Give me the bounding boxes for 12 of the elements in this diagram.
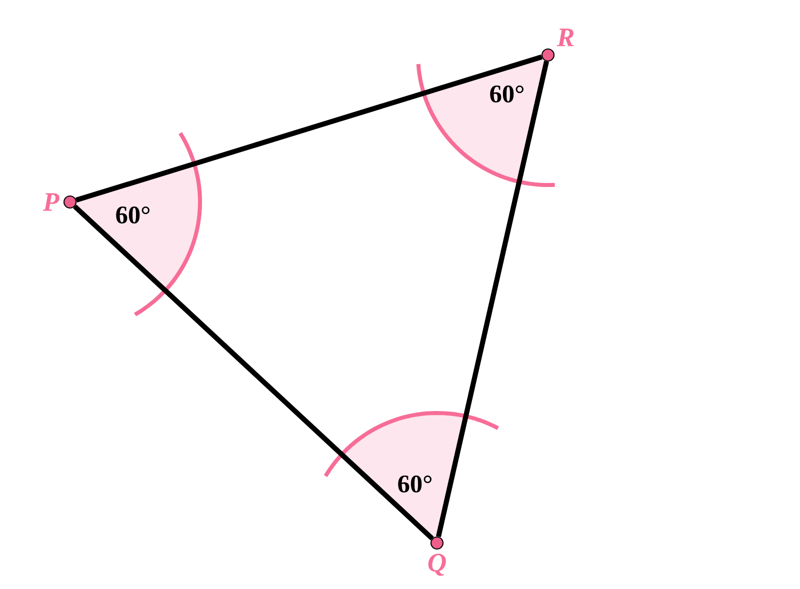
triangle-side — [436, 60, 550, 538]
triangle-side — [76, 54, 542, 202]
angle-label: 60° — [398, 475, 432, 493]
node-label: Q — [428, 554, 446, 576]
triangle-side — [73, 204, 434, 540]
angle-label: 60° — [490, 85, 524, 103]
node-label: P — [42, 193, 60, 211]
point: Q — [428, 536, 446, 576]
point: R — [541, 28, 574, 62]
point: P — [42, 193, 77, 211]
angle-label: 60° — [116, 206, 150, 224]
node-label: R — [556, 28, 574, 46]
